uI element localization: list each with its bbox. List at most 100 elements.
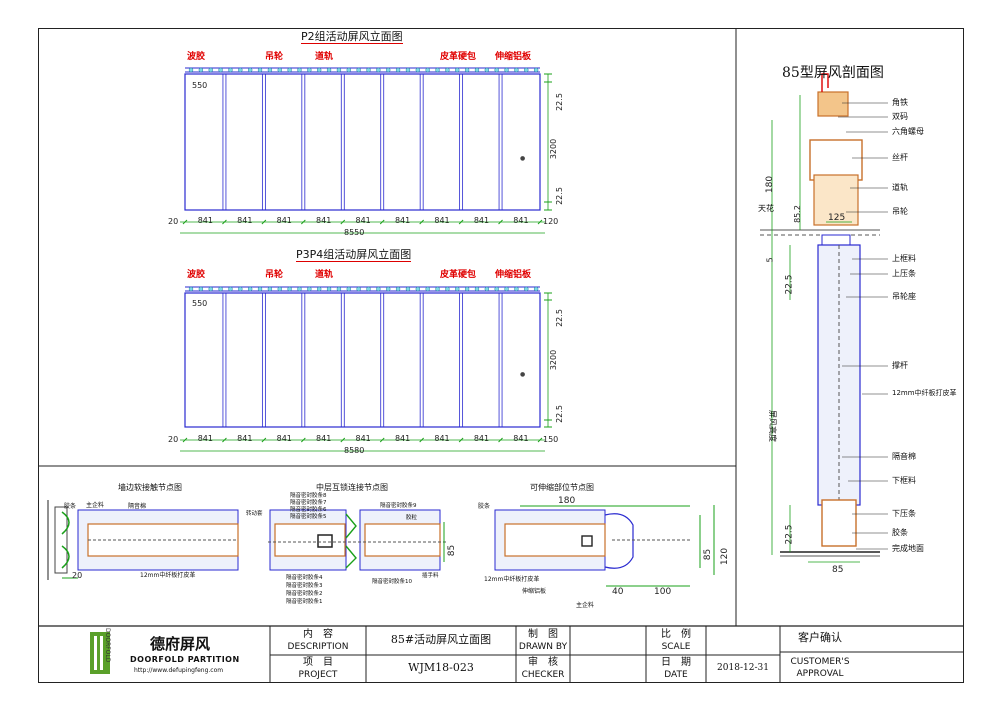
section-label: 上压条 [892,269,916,278]
detail-2-label: 隔音密封胶条7 [290,500,327,506]
right-dim-bot: 22.5 [554,187,564,205]
dim-tick [300,219,306,225]
detail-3-label: 伸缩铝板 [522,588,547,595]
company-url: http://www.defupingfeng.com [134,667,224,674]
detail-2-label: 隔音密封胶条10 [372,579,412,585]
elevation-1-drawing: ● [180,67,552,234]
label-alu: 伸缩铝板 [495,52,532,62]
wheel-dot [228,67,233,73]
drawn-by-label-cn: 制 图 [528,629,558,640]
bottom-start: 20 [168,217,179,226]
logo-text: DOORFOLD [104,628,111,663]
wheel-dot [287,286,292,292]
right-dim-top: 22.5 [554,93,564,111]
detail-1-label: 主企料 [86,502,105,509]
customer-approval-en: APPROVAL [796,669,844,679]
right-dim-mid: 3200 [549,349,559,371]
titleblock-grid [269,626,964,683]
detail-2-label: 插手料 [422,573,439,579]
panel-width-label: 841 [237,216,253,225]
dim-tick [182,219,188,225]
detail-3-dim: 85 [703,548,714,561]
wheel-dot [198,67,204,73]
description-value: 85#活动屏风立面图 [390,633,492,646]
panel-width-label: 841 [197,216,213,225]
project-label-cn: 项 目 [303,657,333,668]
wheel-dot [316,286,322,292]
description-label-en: DESCRIPTION [287,642,349,652]
wheel-dot [385,67,391,73]
wheel-dot [356,286,361,292]
elevation-2-drawing: ● [180,286,552,452]
wheel-dot [238,286,243,292]
wheel-dot [405,67,411,73]
label-wheel: 吊轮 [265,52,284,62]
total-width: 8580 [344,446,365,455]
dim-tick [182,437,188,443]
detail-2-label: 胶粒 [406,515,418,521]
wheel-dot [395,286,401,292]
wheel-dot [445,67,450,73]
wheel-dot [218,67,223,73]
company-name-cn: 德府屏风 [150,635,211,653]
drawing-frame [38,28,964,683]
detail-3-drawing [494,505,715,587]
wheel-dot [504,67,509,73]
dim-tick [222,219,227,225]
dim-tick [300,437,306,443]
detail-2-label: 隔音密封胶条1 [286,599,323,605]
checker-label-cn: 审 核 [528,657,558,668]
wheel-dot [287,67,292,73]
detail-1-label: 胶条 [64,503,77,510]
panel-width-label: 841 [473,434,490,443]
wheel-dot [514,67,519,73]
wheel-dot [346,67,352,73]
right-dim-mid: 3200 [549,138,559,160]
dim-tick [537,219,543,225]
wheel-dot [336,286,342,292]
dim-tick [261,219,267,225]
panel-width-label: 841 [513,434,529,443]
wheel-dot [533,67,539,73]
right-dim-bot: 22.5 [554,405,564,423]
panel-width-label: 841 [434,434,450,443]
dim-tick [498,437,503,443]
scale-label-en: SCALE [661,642,691,652]
customer-approval-en: CUSTOMER'S [790,657,850,667]
detail-3-dim: 100 [654,587,672,597]
section-dim: 85 [832,565,844,575]
wheel-dot [208,67,213,73]
logo-stripe [100,636,103,670]
wheel-dot [464,286,470,292]
section-title: 85型屏风剖面图 [782,65,884,81]
dim-tick [340,219,346,225]
dim-tick [458,437,464,443]
project-label-en: PROJECT [298,670,338,680]
section-label: 胶条 [892,528,908,537]
wheel-dot [336,67,342,73]
bottom-end: 150 [543,435,559,444]
date-label-en: DATE [664,670,688,680]
dim-tick [261,437,267,443]
wheel-dot [494,67,499,73]
section-label: 吊轮 [892,207,908,216]
wheel-dot [247,67,253,73]
section-dim: 125 [828,213,846,223]
date-label-cn: 日 期 [661,657,691,668]
dim-tick [379,437,385,443]
section-label: 完成地面 [892,544,924,553]
detail-3-dim: 120 [720,547,731,566]
dim-tick [222,437,227,443]
wheel-dot [188,67,194,73]
wheel-dot [247,286,253,292]
detail-3-title: 可伸缩部位节点图 [530,483,594,492]
wheel-dot [277,286,282,292]
detail-2-label: 隔音密封胶条4 [286,575,323,581]
wheel-dot [238,67,243,73]
logo-stripe [94,636,97,670]
wheel-dot [435,67,440,73]
detail-1-dim: 20 [72,571,83,580]
label-leather: 皮革硬包 [440,270,477,280]
wheel-dot [297,286,302,292]
